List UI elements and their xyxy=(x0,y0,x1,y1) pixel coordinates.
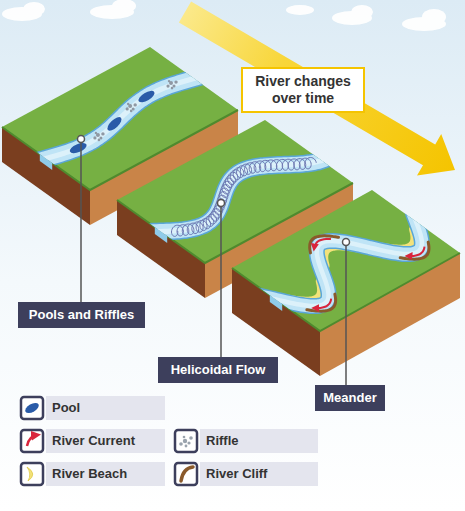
riffle-symbol xyxy=(95,132,97,134)
river xyxy=(146,156,331,236)
legend-bar xyxy=(200,462,318,486)
river-bank xyxy=(35,75,205,161)
riffle-symbol xyxy=(174,80,177,83)
node-text: Helicoidal Flow xyxy=(171,362,266,378)
river-cliff xyxy=(400,242,429,259)
terrain-blocks xyxy=(2,47,460,376)
leader-dot xyxy=(218,200,225,207)
river-cliff xyxy=(307,294,336,311)
riffle-symbol xyxy=(99,136,102,139)
legend-text: River Current xyxy=(52,429,135,453)
node-text: Meander xyxy=(323,390,376,406)
river-bank xyxy=(254,207,421,306)
label-box: Pools and Riffles xyxy=(18,302,145,328)
riffle-symbol xyxy=(127,103,129,105)
callout-box: River changes over time xyxy=(241,67,365,113)
current-arrow xyxy=(314,239,331,248)
river-water xyxy=(254,207,421,306)
pool-symbol xyxy=(137,89,157,105)
riffle-symbol xyxy=(171,87,174,90)
node-text: River changes over time xyxy=(251,73,355,107)
beach-icon xyxy=(21,463,43,485)
legend-bar xyxy=(46,429,165,453)
riffle-symbol xyxy=(101,132,104,135)
leader-line xyxy=(220,203,222,357)
riffle-symbol xyxy=(132,107,135,110)
pool-symbol xyxy=(105,115,124,133)
river-cliff xyxy=(310,236,339,253)
pool-symbol xyxy=(68,141,88,155)
riffle-icon xyxy=(175,430,197,452)
legend-bar xyxy=(46,396,165,420)
riffle-symbol xyxy=(133,103,136,106)
pool-icon xyxy=(21,397,43,419)
riffle-symbol xyxy=(130,110,133,113)
legend-text: Riffle xyxy=(206,429,239,453)
river-highlight xyxy=(35,75,205,161)
legend-icons xyxy=(21,397,197,485)
cliff-icon xyxy=(175,463,197,485)
river xyxy=(35,75,205,161)
helicoidal-flow-symbol xyxy=(171,157,316,236)
leader-line xyxy=(345,242,347,385)
current-icon xyxy=(21,430,43,452)
legend-bar xyxy=(46,462,165,486)
legend-bar xyxy=(200,429,318,453)
riffle-symbol xyxy=(168,80,170,82)
legend-text: River Cliff xyxy=(206,462,267,486)
riffle-symbol xyxy=(166,84,169,87)
block-top xyxy=(117,120,353,263)
legend-text: River Beach xyxy=(52,462,127,486)
river-water xyxy=(35,75,205,161)
leader-line xyxy=(80,139,82,302)
riffle-symbol xyxy=(98,139,101,142)
riffle-symbol xyxy=(126,107,129,110)
node-text: Pools and Riffles xyxy=(29,307,134,323)
riffle-symbol xyxy=(93,136,96,139)
legend-bars xyxy=(46,396,318,486)
leader-lines xyxy=(78,136,350,386)
riffle-symbol xyxy=(173,85,176,88)
river xyxy=(254,207,421,306)
leader-dot xyxy=(343,239,350,246)
current-arrow xyxy=(314,299,331,308)
current-arrow xyxy=(408,247,425,256)
label-box: Helicoidal Flow xyxy=(158,357,278,383)
leader-dot xyxy=(78,136,85,143)
legend-text: Pool xyxy=(52,396,80,420)
label-box: Meander xyxy=(315,385,385,411)
river-highlight xyxy=(254,207,421,306)
